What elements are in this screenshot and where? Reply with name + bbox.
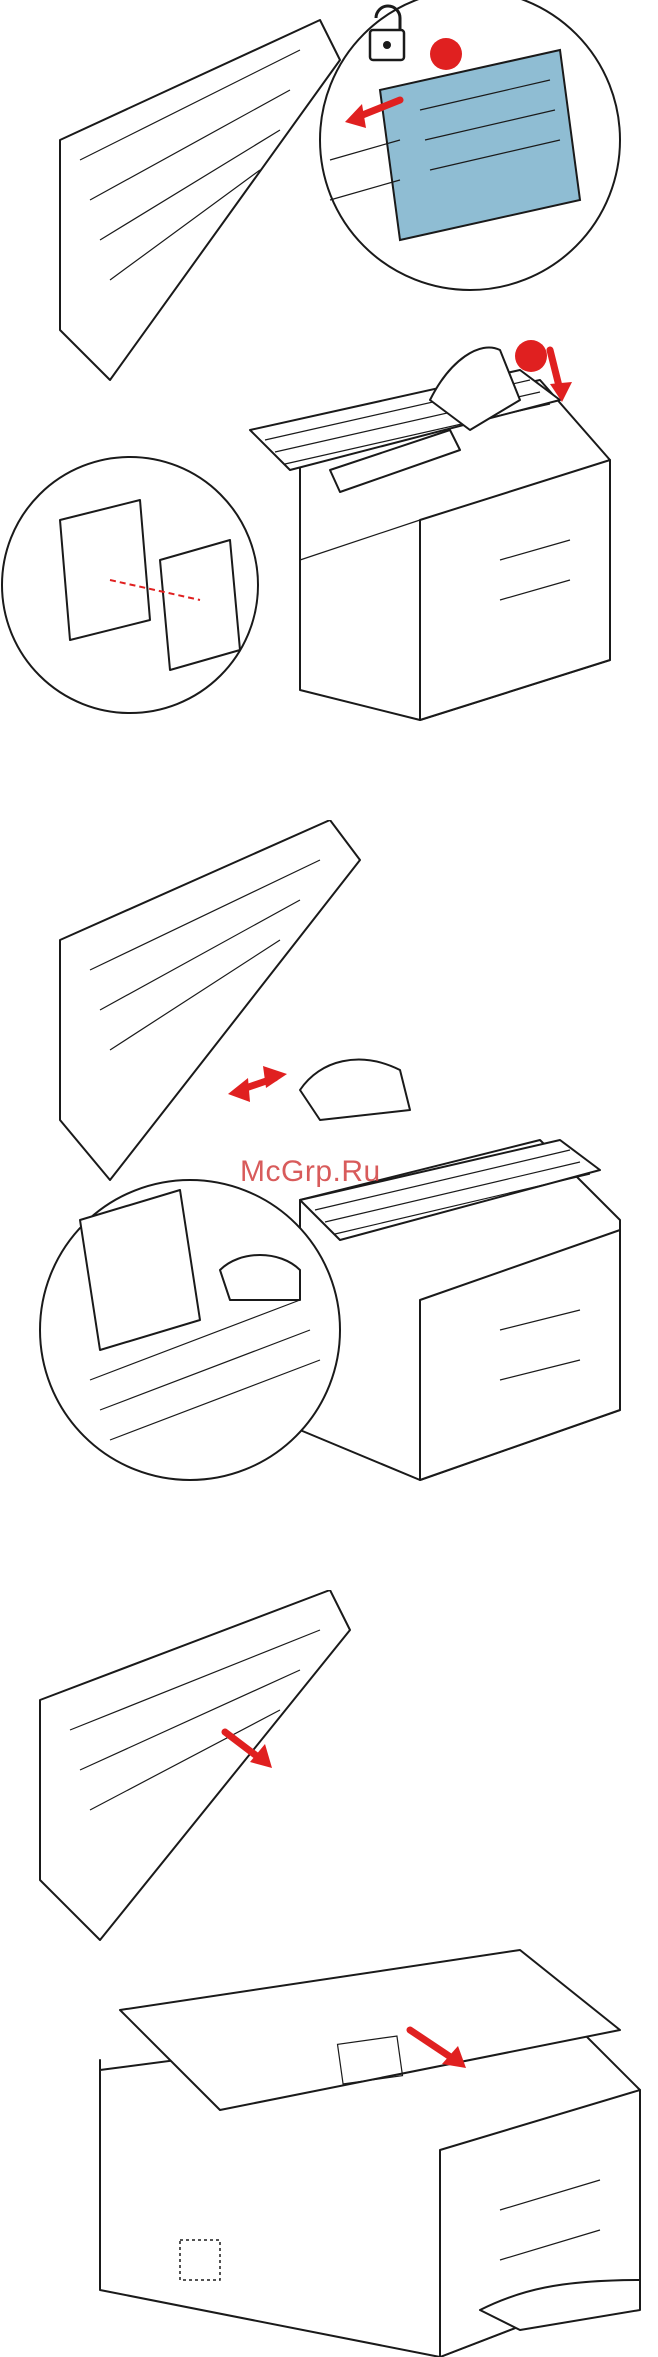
callout-drum-detail (40, 1180, 340, 1480)
step-marker (515, 340, 547, 372)
callout-latch-detail (2, 457, 258, 713)
step-marker (430, 38, 462, 70)
hand-illustration (220, 1255, 300, 1300)
watermark: McGrp.Ru (240, 1155, 381, 1189)
callout-toner-detail (320, 0, 620, 290)
diagram-toner-installation (0, 0, 658, 730)
close-cover-illustration (0, 1590, 658, 2357)
direction-arrow (228, 1078, 250, 1102)
direction-arrow (263, 1066, 287, 1088)
diagram-close-cover (0, 1590, 658, 2357)
toner-installation-illustration (0, 0, 658, 730)
hand-illustration (300, 1060, 410, 1120)
